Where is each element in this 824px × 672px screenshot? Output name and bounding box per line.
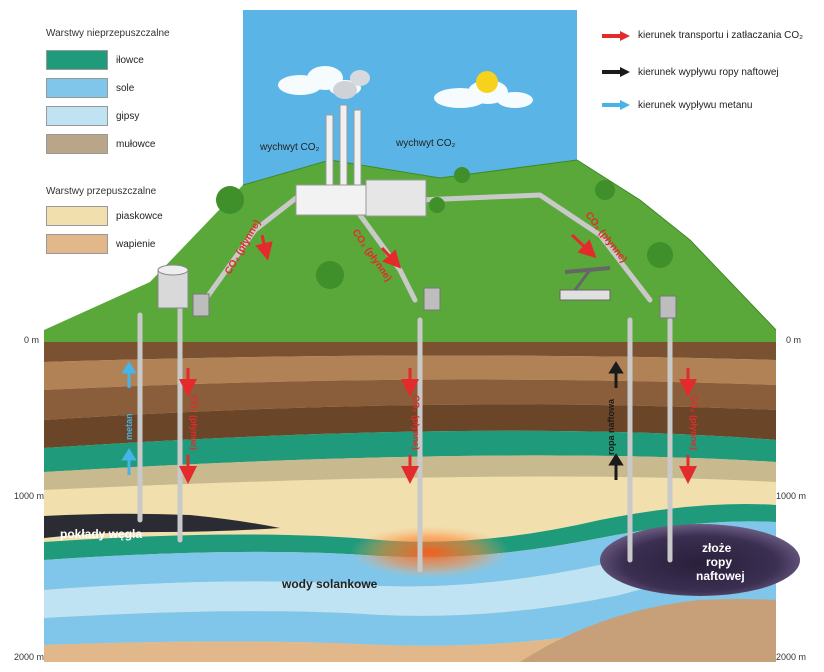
depth-2000-right: 2000 m — [776, 652, 807, 662]
label-coal-seams: pokłady węgla — [60, 527, 142, 541]
legend-swatch-piaskowce — [46, 206, 108, 226]
oil-deposit — [600, 524, 800, 596]
storage-tank — [157, 264, 189, 309]
legend-swatch-sole — [46, 78, 108, 98]
label-oil-deposit-line2: ropy — [706, 555, 732, 569]
key-arrow-methane — [602, 100, 630, 110]
label-oil-deposit-line1: złoże — [702, 541, 732, 555]
depth-0-right: 0 m — [786, 335, 802, 345]
label-co2-liquid-well-left: CO₂ (płynne) — [189, 395, 199, 450]
wellhead-right — [659, 295, 677, 319]
label-co2-liquid-well-center: CO₂ (płynne) — [411, 395, 421, 450]
legend-label-gipsy: gipsy — [116, 111, 140, 122]
legend-swatch-ilowce — [46, 50, 108, 70]
depth-0-left: 0 m — [24, 335, 40, 345]
key-label-methane: kierunek wypływu metanu — [638, 100, 753, 111]
label-co2-liquid-well-right: CO₂ (płynne) — [689, 395, 699, 450]
key-arrow-oil — [602, 67, 630, 77]
legend-swatch-wapienie — [46, 234, 108, 254]
key-label-oil: kierunek wypływu ropy naftowej — [638, 67, 779, 78]
legend-label-piaskowce: piaskowce — [116, 211, 163, 222]
key-arrow-co2 — [602, 31, 630, 41]
legend-swatch-gipsy — [46, 106, 108, 126]
legend-swatch-mulowce — [46, 134, 108, 154]
legend-label-sole: sole — [116, 83, 135, 94]
permeable-layers-title: Warstwy przepuszczalne — [46, 186, 157, 197]
trees — [216, 167, 673, 289]
depth-1000-right: 1000 m — [776, 491, 807, 501]
pump-jack — [559, 266, 611, 301]
label-capture-right: wychwyt CO₂ — [395, 138, 456, 149]
wellhead-left — [192, 293, 210, 317]
sun-icon — [476, 71, 498, 93]
depth-1000-left: 1000 m — [14, 491, 45, 501]
label-ropa-naftowa: ropa naftowa — [606, 398, 616, 455]
factory — [295, 70, 427, 217]
wellhead-center — [423, 287, 441, 311]
pipelines — [137, 192, 673, 573]
label-oil-deposit-line3: naftowej — [696, 569, 745, 583]
legend-label-wapienie: wapienie — [116, 239, 156, 250]
label-saline-waters: wody solankowe — [281, 577, 378, 591]
legend-label-ilowce: iłowce — [116, 55, 144, 66]
co2-arrows — [179, 233, 697, 484]
oil-arrows — [608, 361, 624, 480]
impermeable-layers-title: Warstwy nieprzepuszczalne — [46, 28, 170, 39]
label-metan: metan — [124, 413, 134, 440]
saline-glow — [350, 526, 510, 578]
depth-2000-left: 2000 m — [14, 652, 45, 662]
key-label-co2: kierunek transportu i zatłaczania CO₂ — [638, 30, 804, 41]
methane-arrows — [121, 361, 137, 475]
legend-label-mulowce: mułowce — [116, 139, 156, 150]
label-capture-left: wychwyt CO₂ — [259, 142, 320, 153]
strata — [44, 342, 776, 662]
